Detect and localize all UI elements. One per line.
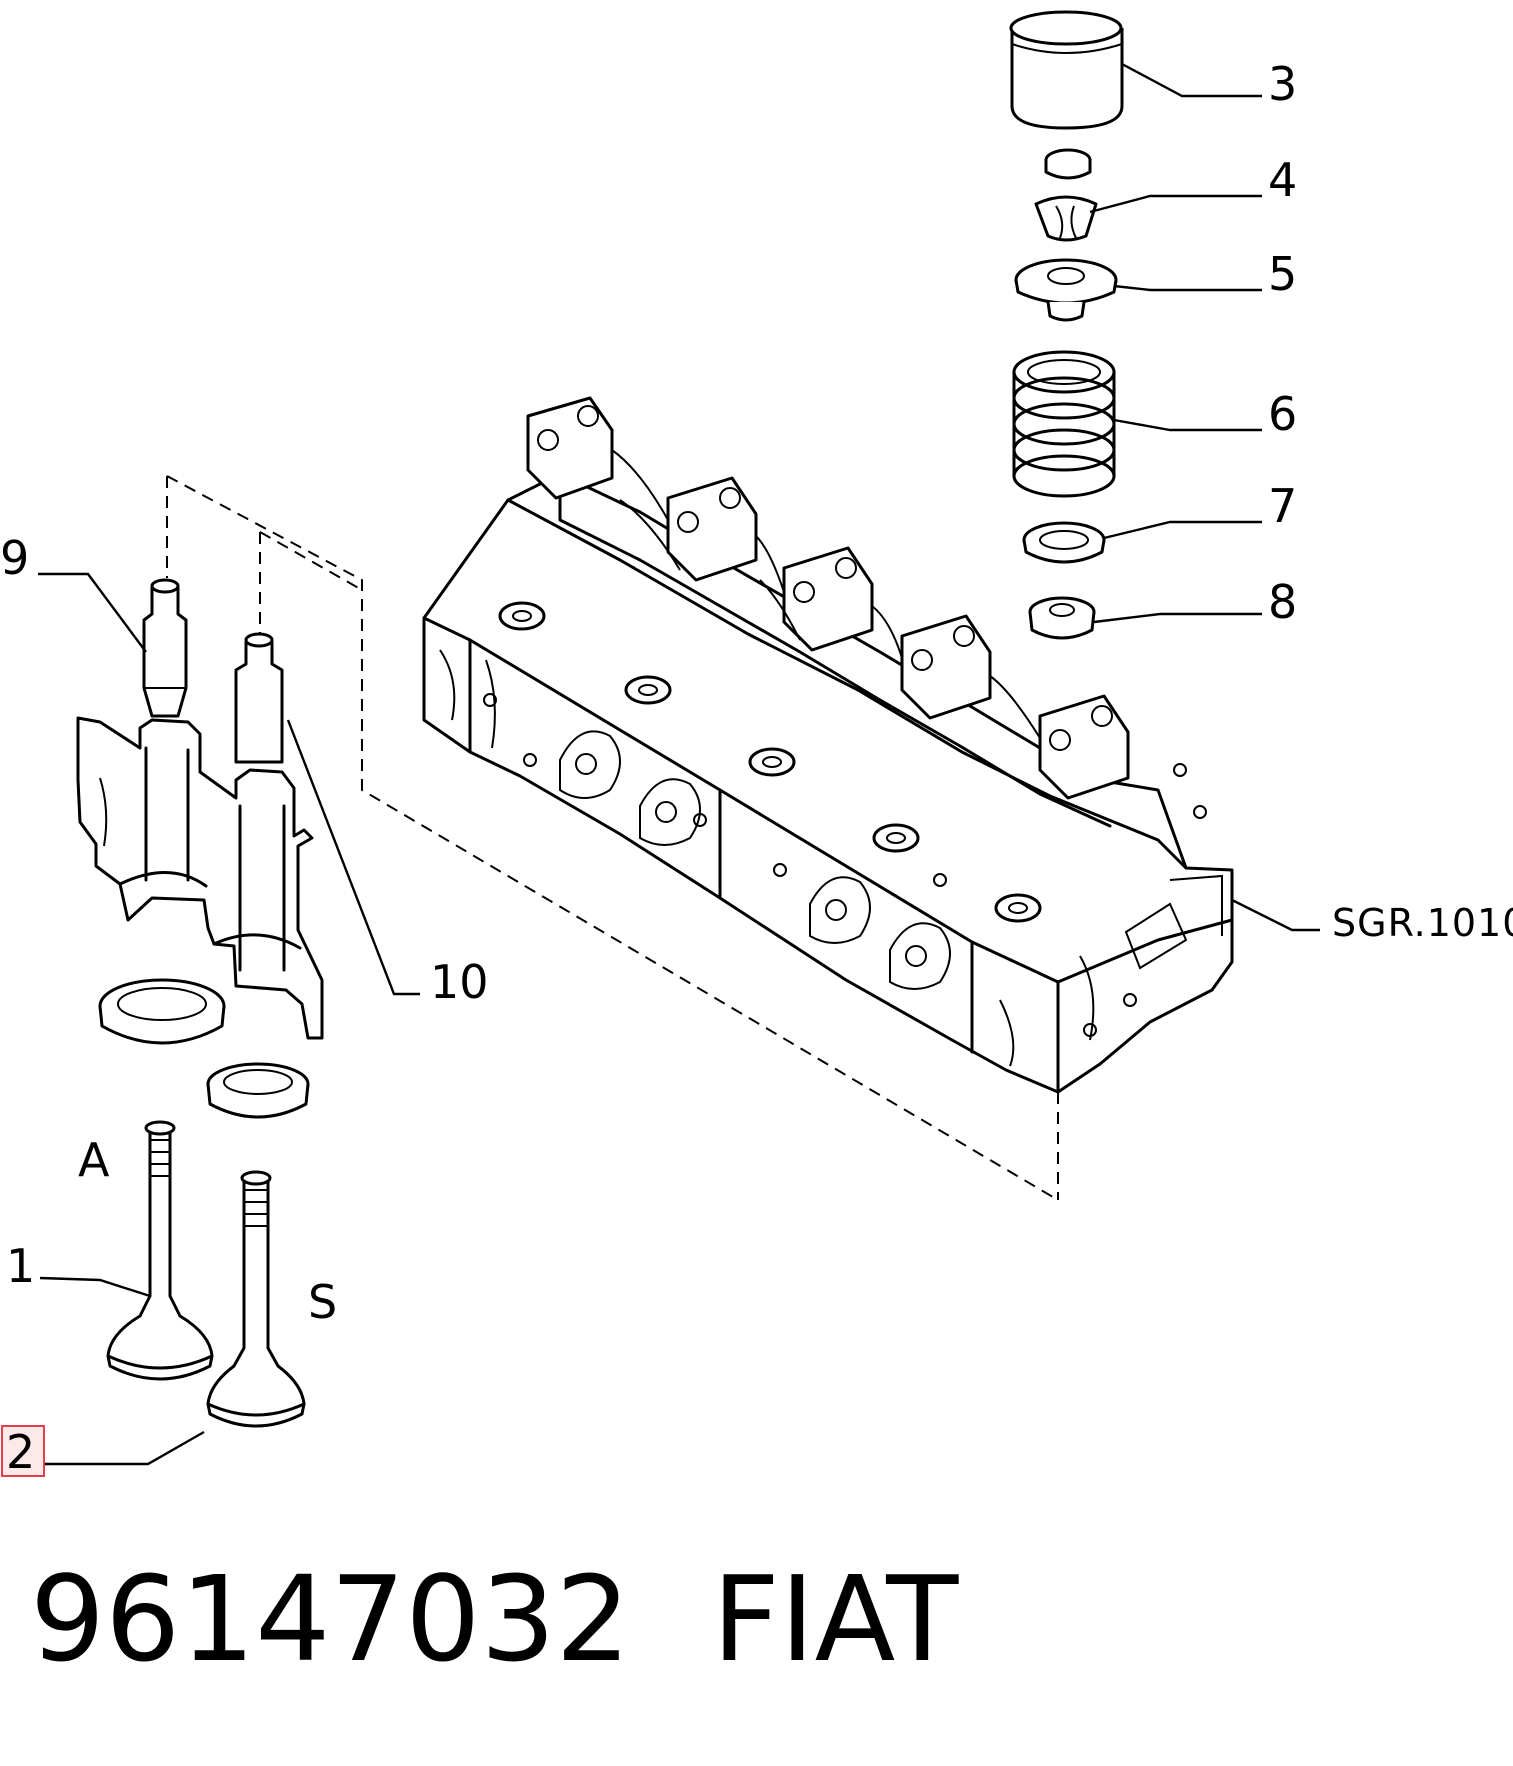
spring-retainer	[1014, 258, 1118, 322]
callout-9: 9	[0, 531, 29, 585]
spring-seat-washer	[1022, 521, 1106, 564]
head-cross-section	[76, 716, 324, 1040]
valve-seat-ring-small	[206, 1062, 310, 1119]
tappet-bucket	[1009, 10, 1124, 130]
leader-line-reference	[1231, 898, 1320, 932]
assembly-guide-lines	[166, 475, 1059, 1201]
leader-lines-right-stack	[1089, 62, 1262, 624]
valve-seat-ring-large	[98, 978, 226, 1045]
valve-guide-left	[142, 578, 188, 718]
valve-intake	[106, 1120, 214, 1381]
part-number: 96147032	[30, 1550, 631, 1688]
reference-code: SGR.10101	[1332, 901, 1513, 945]
callout-10: 10	[430, 955, 489, 1009]
cylinder-head-assembly	[422, 396, 1234, 1094]
callout-3: 3	[1268, 57, 1297, 111]
label-exhaust-s: S	[308, 1275, 337, 1329]
valve-stem-seal	[1028, 596, 1096, 640]
callout-5: 5	[1268, 247, 1297, 301]
callout-1: 1	[6, 1239, 35, 1293]
callout-4: 4	[1268, 153, 1297, 207]
label-intake-a: A	[78, 1133, 110, 1187]
brand-name: FIAT	[712, 1550, 959, 1688]
valve-spring	[1012, 350, 1116, 498]
callout-6: 6	[1268, 387, 1297, 441]
callout-numbers: 3 4 5 6 7 8 9 10 1 2	[0, 57, 1297, 1479]
valve-exhaust	[206, 1170, 306, 1428]
callout-7: 7	[1268, 479, 1297, 533]
valve-guide-right	[234, 632, 284, 764]
callout-8: 8	[1268, 575, 1297, 629]
callout-2: 2	[6, 1425, 35, 1479]
leader-lines-left	[38, 572, 420, 1466]
callout-2-highlight	[1, 1425, 45, 1477]
valve-keeper	[1034, 148, 1098, 242]
